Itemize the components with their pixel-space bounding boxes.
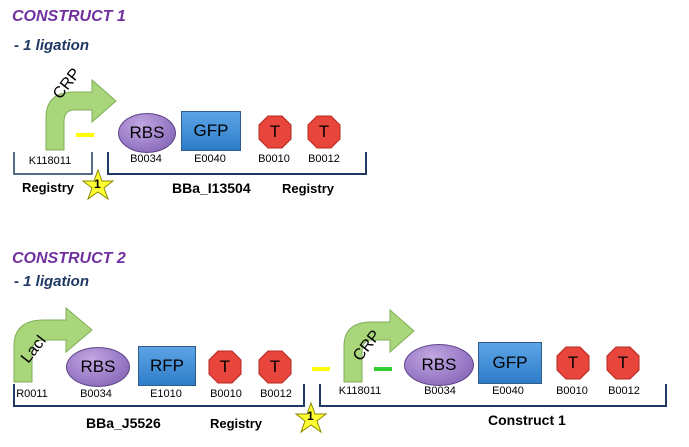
terminator-2b: T	[258, 350, 292, 384]
registry-label-right: Registry	[282, 181, 335, 196]
terminator-label: T	[567, 353, 579, 372]
spacer-yellow-1	[76, 133, 94, 137]
star-number-2: 1	[307, 409, 314, 423]
device-name-bba-j5526: BBa_J5526	[86, 415, 161, 431]
star-icon-2	[294, 401, 328, 434]
construct1-label: Construct 1	[488, 412, 566, 428]
construct2-title: CONSTRUCT 2	[12, 250, 126, 267]
terminator-2a: T	[208, 350, 242, 384]
code-b0010-1: B0010	[258, 153, 290, 165]
construct1-ligation: - 1 ligation	[14, 37, 89, 54]
code-b0010-2: B0010	[210, 388, 242, 400]
construct2-ligation: - 1 ligation	[14, 273, 89, 290]
registry-label-left: Registry	[22, 180, 75, 195]
terminator-3b: T	[606, 346, 640, 380]
spacer-yellow-2	[312, 367, 330, 371]
rbs-part-3: RBS	[404, 344, 474, 386]
bracket-construct1	[319, 384, 667, 407]
code-b0034-2: B0034	[80, 388, 112, 400]
terminator-3a: T	[556, 346, 590, 380]
gfp-part-2: GFP	[478, 342, 542, 384]
terminator-label: T	[269, 357, 281, 376]
code-b0010-3: B0010	[556, 385, 588, 397]
rbs-part-2: RBS	[66, 347, 130, 387]
registry-label-c2: Registry	[210, 416, 263, 431]
code-b0034-3: B0034	[424, 385, 456, 397]
terminator-1b: T	[307, 115, 341, 149]
spacer-green	[374, 367, 392, 371]
star-icon-1	[81, 168, 115, 201]
terminator-octagon-icon	[606, 346, 640, 380]
rfp-part: RFP	[138, 346, 196, 386]
terminator-label: T	[617, 353, 629, 372]
laci-promoter-arrow	[13, 306, 93, 383]
code-b0012-1: B0012	[308, 153, 340, 165]
star-number-1: 1	[94, 177, 101, 191]
terminator-label: T	[219, 357, 231, 376]
bracket-bba-j5526	[13, 384, 305, 407]
bracket-k118011	[13, 152, 93, 175]
terminator-octagon-icon	[208, 350, 242, 384]
terminator-octagon-icon	[258, 115, 292, 149]
gfp-part-1: GFP	[181, 111, 241, 151]
code-b0034-1: B0034	[130, 153, 162, 165]
terminator-octagon-icon	[307, 115, 341, 149]
terminator-label: T	[318, 122, 330, 141]
crp-promoter-arrow-2	[343, 308, 415, 383]
terminator-octagon-icon	[556, 346, 590, 380]
code-b0012-2: B0012	[260, 388, 292, 400]
code-r0011: R0011	[16, 388, 48, 400]
device-name-bba-i13504: BBa_I13504	[172, 180, 251, 196]
terminator-1a: T	[258, 115, 292, 149]
construct1-title: CONSTRUCT 1	[12, 8, 126, 25]
code-b0012-3: B0012	[608, 385, 640, 397]
terminator-octagon-icon	[258, 350, 292, 384]
code-e0040-1: E0040	[194, 153, 226, 165]
code-e1010: E1010	[150, 388, 182, 400]
rbs-part-1: RBS	[118, 113, 176, 153]
code-k118011-2: K118011	[338, 385, 382, 397]
code-e0040-2: E0040	[492, 385, 524, 397]
code-k118011-1: K118011	[28, 155, 72, 167]
crp-promoter-arrow-1	[45, 78, 117, 151]
terminator-label: T	[269, 122, 281, 141]
bracket-bba-i13504	[107, 152, 367, 175]
